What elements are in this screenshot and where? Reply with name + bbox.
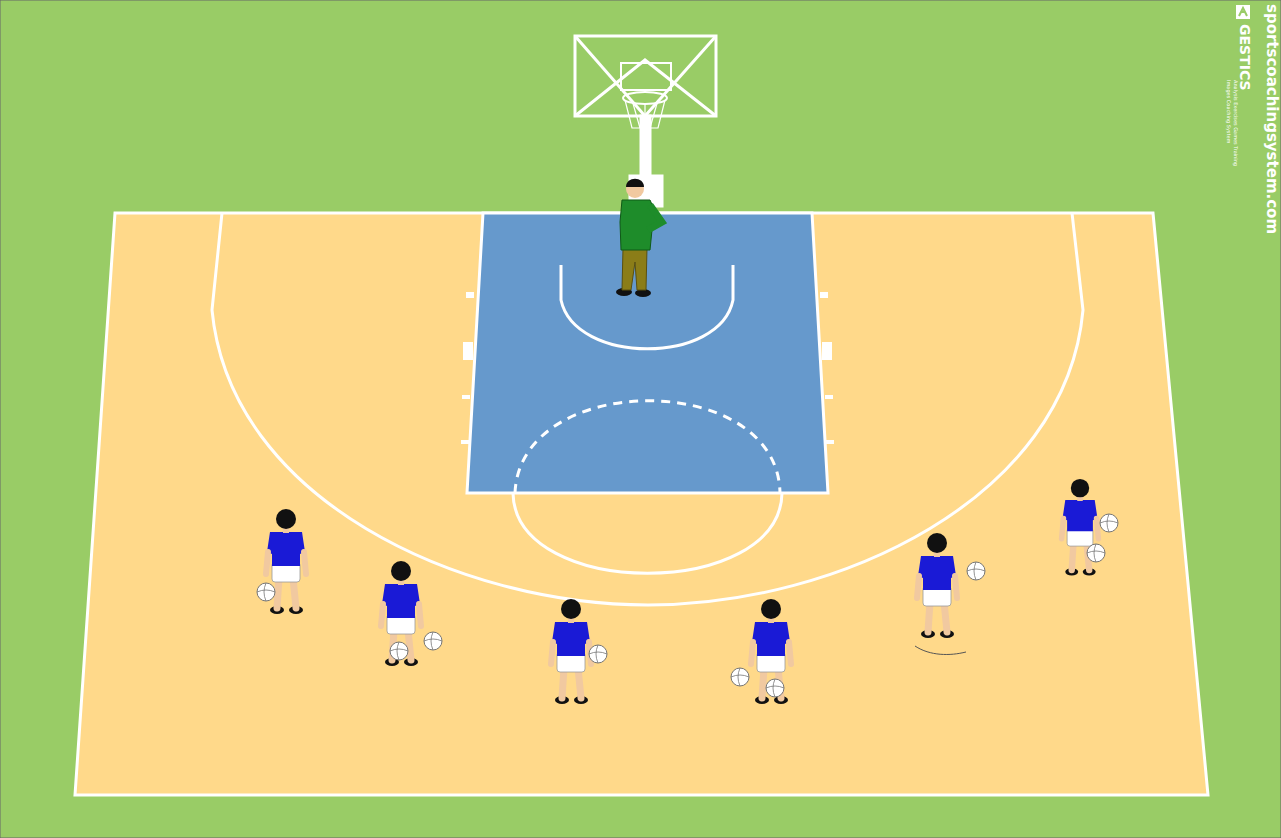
- coach-figure: [616, 179, 662, 297]
- watermark-tagline: Analysis Exercises Games Training: [1233, 80, 1238, 166]
- watermark-tagline: Images Coaching System: [1226, 80, 1231, 143]
- watermark-brand: GESTICS: [1238, 24, 1252, 91]
- watermark-url: sportscoachingsystem.com: [1264, 4, 1279, 234]
- logo-icon: [1236, 5, 1250, 19]
- player-figures: [257, 479, 1118, 704]
- backboard: [575, 36, 716, 206]
